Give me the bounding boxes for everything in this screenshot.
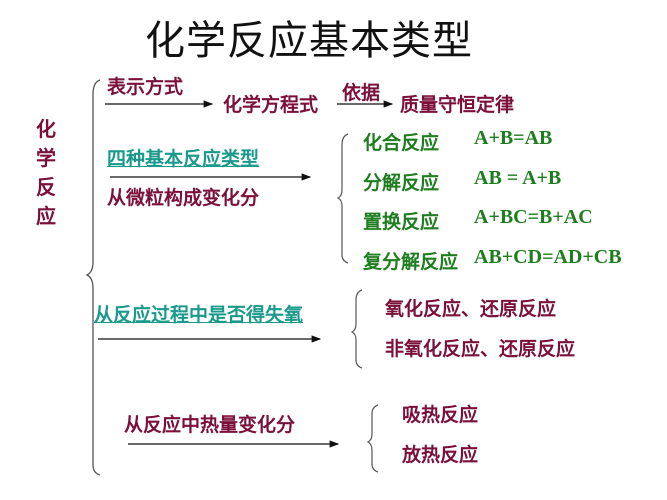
basis-label: 依据 <box>342 82 381 104</box>
brace-oxygen <box>350 289 363 369</box>
reaction-type-name: 复分解反应 <box>363 251 459 273</box>
brace-heat <box>366 404 379 473</box>
heat-type-item: 放热反应 <box>402 444 479 466</box>
oxygen-type-item: 非氧化反应、还原反应 <box>385 338 576 360</box>
mass-conservation-node: 质量守恒定律 <box>400 94 515 116</box>
main-brace <box>85 79 101 476</box>
reaction-type-name: 置换反应 <box>363 211 440 233</box>
basic-types-link[interactable]: 四种基本反应类型 <box>107 148 260 170</box>
heat-criterion-label: 从反应中热量变化分 <box>124 414 296 436</box>
reaction-formula: A+BC=B+AC <box>474 206 593 228</box>
representation-label: 表示方式 <box>107 76 184 98</box>
basic-types-sublabel: 从微粒构成变化分 <box>107 187 260 209</box>
heat-type-item: 吸热反应 <box>402 404 479 426</box>
brace-basic-types <box>336 133 349 264</box>
reaction-type-name: 化合反应 <box>363 132 440 154</box>
root-label: 化学反应 <box>36 117 56 228</box>
reaction-formula: A+B=AB <box>474 127 553 149</box>
page-title: 化学反应基本类型 <box>145 18 473 64</box>
oxygen-type-item: 氧化反应、还原反应 <box>385 298 557 320</box>
reaction-formula: AB+CD=AD+CB <box>474 246 622 268</box>
reaction-type-name: 分解反应 <box>363 172 440 194</box>
oxygen-criterion-link[interactable]: 从反应过程中是否得失氧 <box>94 304 304 326</box>
chemical-equation-node: 化学方程式 <box>223 94 319 116</box>
reaction-formula: AB = A+B <box>474 167 562 189</box>
